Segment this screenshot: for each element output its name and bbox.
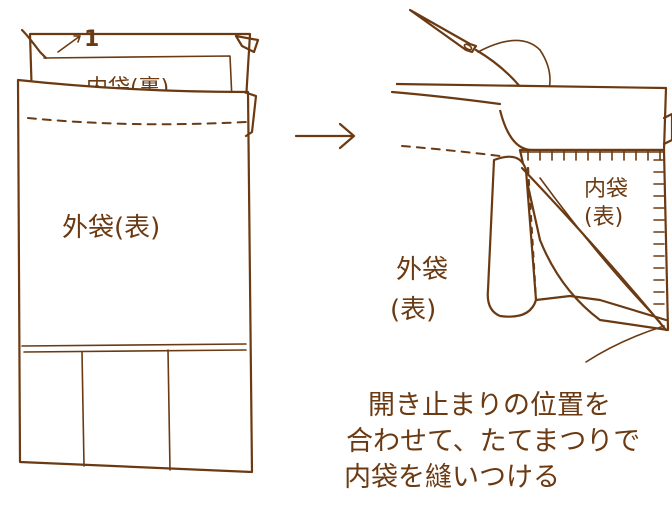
outer-bag-stitch-line	[27, 117, 247, 126]
instruction-line3: 内袋を縫いつける	[344, 462, 560, 493]
right-figure: 内袋 (表) 外袋 (表)	[390, 8, 672, 363]
needle-icon	[408, 8, 478, 54]
outer-bag-lower-edge	[534, 294, 668, 322]
outer-bag-fold-curl	[486, 155, 538, 318]
inner-bag-top-flap	[395, 82, 668, 152]
left-figure: 1 内袋(裏) 外袋(表)	[16, 27, 260, 474]
instruction-line2: 合わせて、たてまつりで	[346, 426, 640, 457]
fold-dashed-stitch	[526, 166, 538, 302]
outer-bag-top-edge	[390, 90, 502, 106]
outer-bag-label-line2: (表)	[390, 295, 436, 325]
outer-bag-body	[16, 78, 254, 474]
outer-bag-diagonal-2	[539, 177, 661, 323]
side-stitches	[653, 159, 665, 305]
leader-line	[585, 325, 665, 363]
step-number: 1	[84, 27, 99, 52]
inner-bag-label-line2: (表)	[584, 205, 623, 230]
needle-eye-icon	[463, 43, 473, 51]
outer-bag-side-fold	[242, 90, 258, 138]
instruction-line1: 開き止まりの位置を	[368, 390, 611, 421]
instruction-text: 開き止まりの位置を 合わせて、たてまつりで 内袋を縫いつける	[344, 390, 640, 493]
inner-bag-fold-right	[234, 34, 260, 54]
bottom-pocket-grid	[21, 343, 247, 471]
inner-bag-fold-left	[20, 28, 48, 60]
right-side-fold-tab	[662, 112, 672, 146]
inner-bag-body	[518, 148, 670, 332]
outer-bag-label: 外袋(表)	[62, 213, 160, 243]
outer-bag-label-line1: 外袋	[396, 255, 448, 285]
top-stitches	[519, 149, 665, 161]
inner-bag-label-line1: 内袋	[584, 177, 628, 202]
inner-bag-inner-line	[43, 55, 233, 101]
outer-bag-dashed-edge	[401, 145, 501, 157]
step-number-arrow	[57, 35, 81, 53]
transition-arrow	[294, 122, 356, 150]
